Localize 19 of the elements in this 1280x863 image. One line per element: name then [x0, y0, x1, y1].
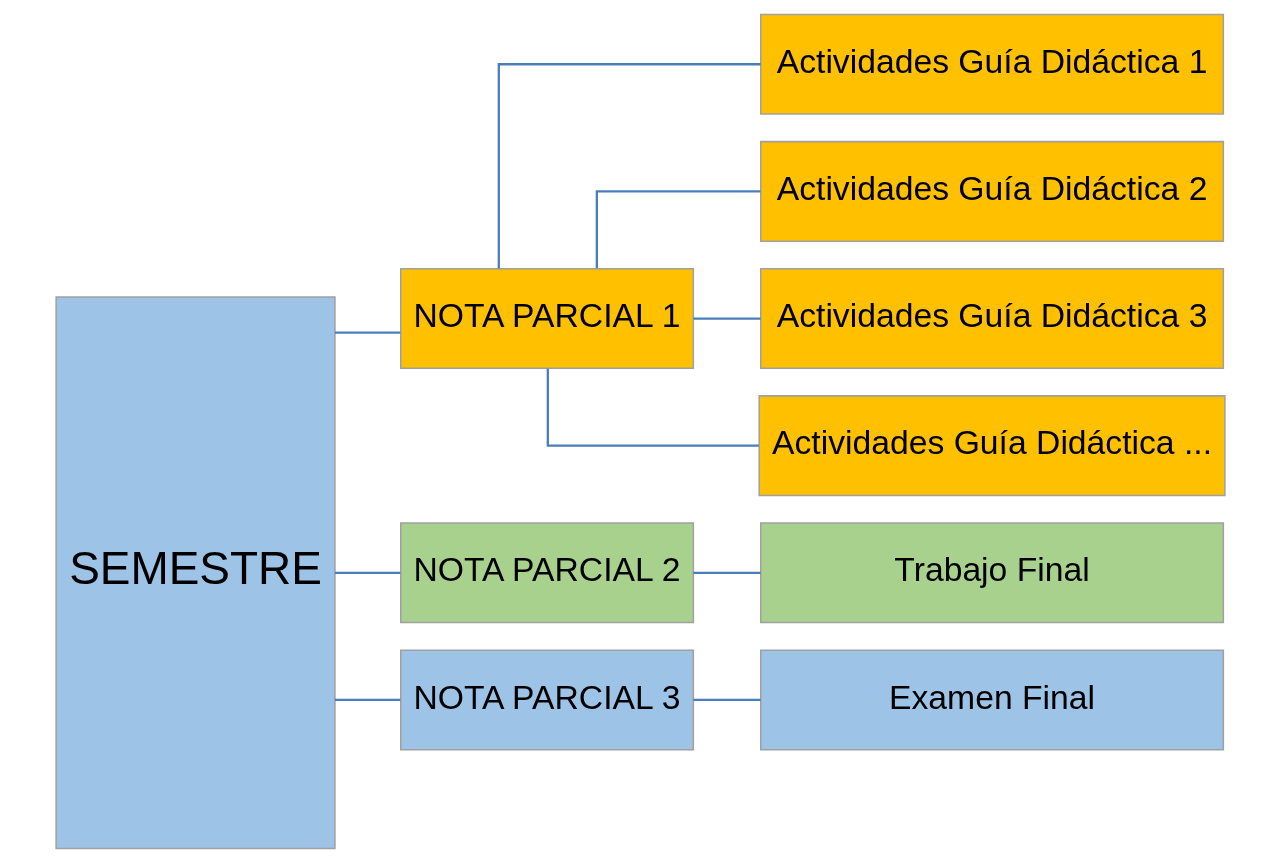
- node-box: Actividades Guía Didáctica 2: [759, 140, 1224, 242]
- connector: [334, 698, 400, 702]
- node-box: NOTA PARCIAL 3: [399, 649, 694, 751]
- connector: [334, 571, 400, 574]
- connector: [692, 698, 761, 702]
- connector: [595, 190, 760, 269]
- node-box: Examen Final: [759, 649, 1224, 751]
- connector: [546, 368, 759, 447]
- connector: [497, 63, 761, 269]
- node-box: SEMESTRE: [54, 296, 336, 850]
- node-box: NOTA PARCIAL 1: [399, 268, 694, 370]
- connector: [692, 317, 761, 320]
- node-box: Trabajo Final: [759, 522, 1224, 624]
- connector: [334, 331, 400, 334]
- node-box: Actividades Guía Didáctica 1: [759, 13, 1224, 115]
- node-box: Actividades Guía Didáctica 3: [759, 268, 1224, 370]
- connector: [692, 571, 761, 574]
- node-box: Actividades Guía Didáctica ...: [757, 395, 1226, 497]
- node-box: NOTA PARCIAL 2: [399, 522, 694, 624]
